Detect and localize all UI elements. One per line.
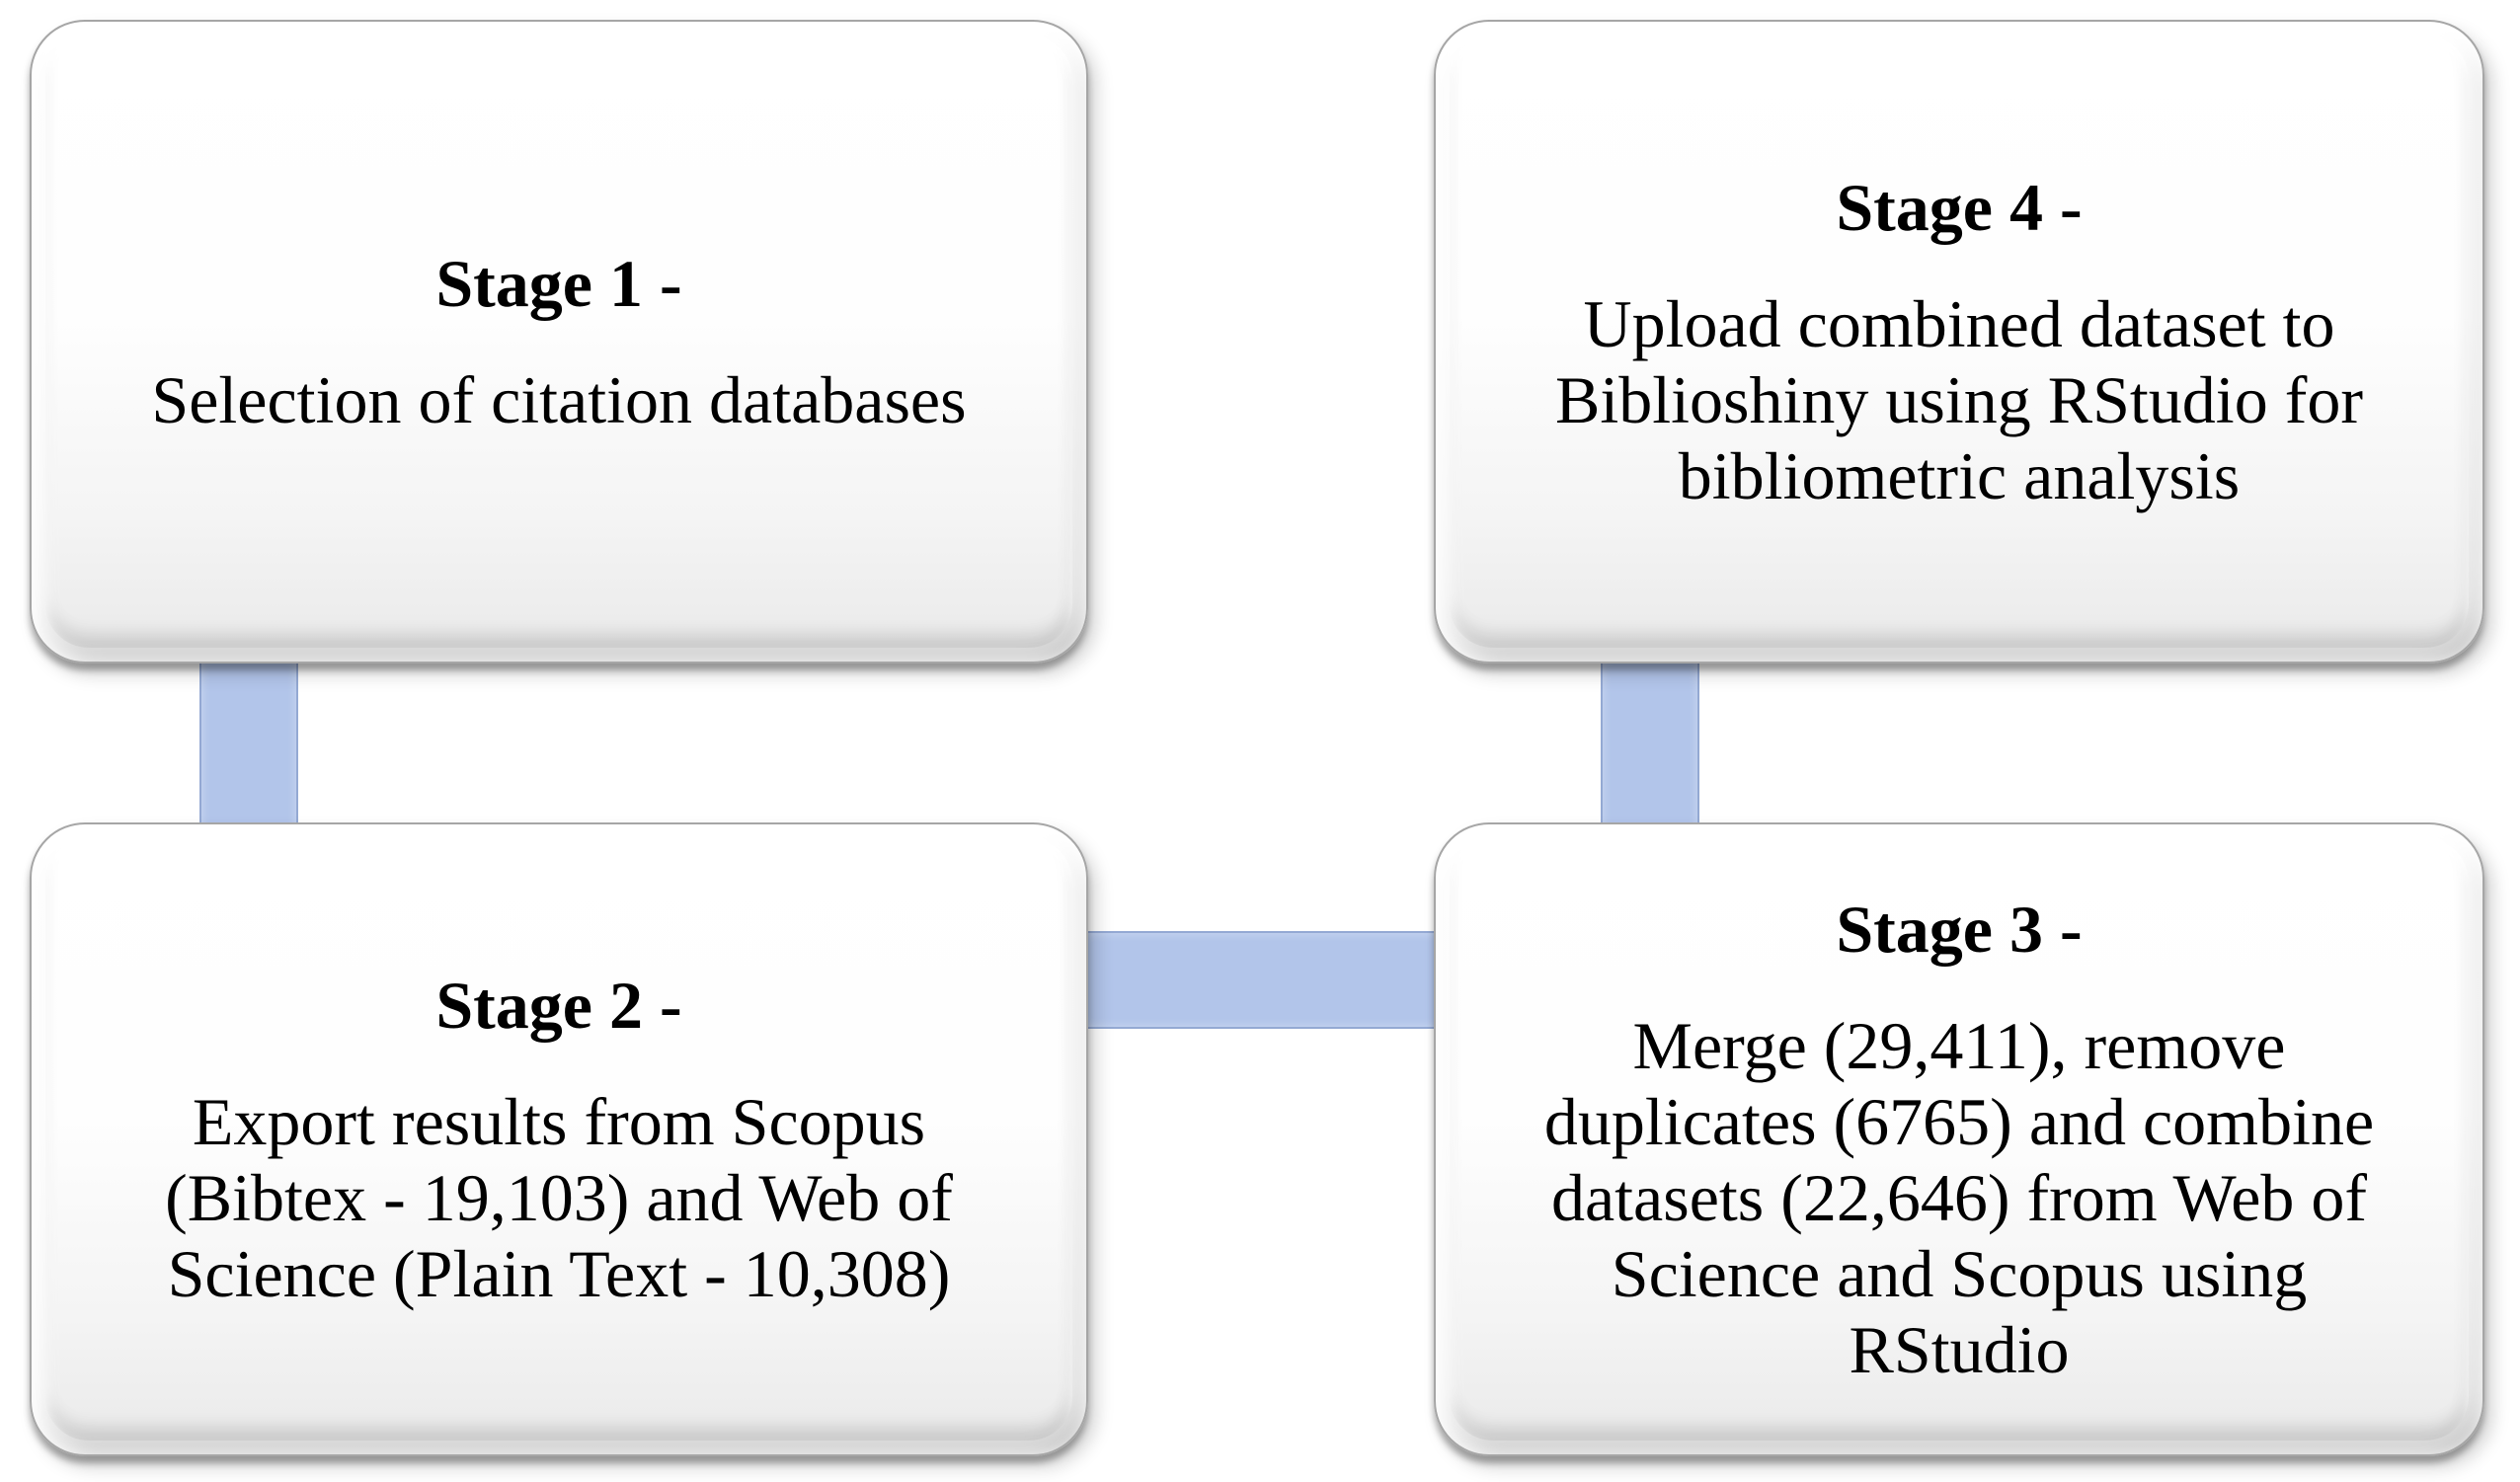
stage-4-body: Upload combined dataset to Biblioshiny u… (1555, 285, 2363, 513)
stage-4-title: Stage 4 - (1836, 169, 2083, 245)
stage-2-body: Export results from Scopus (Bibtex - 19,… (165, 1083, 953, 1311)
stage-1-title: Stage 1 - (435, 245, 682, 321)
connector-stage3-stage4 (1601, 655, 1699, 834)
stage-3-box: Stage 3 - Merge (29,411), remove duplica… (1434, 822, 2484, 1456)
stage-2-title: Stage 2 - (435, 967, 682, 1043)
stage-1-box: Stage 1 - Selection of citation database… (30, 20, 1088, 663)
stage-3-body: Merge (29,411), remove duplicates (6765)… (1543, 1007, 2375, 1387)
stage-2-box: Stage 2 - Export results from Scopus (Bi… (30, 822, 1088, 1456)
connector-stage2-stage3 (1080, 931, 1446, 1029)
stage-3-title: Stage 3 - (1836, 891, 2083, 967)
stage-4-box: Stage 4 - Upload combined dataset to Bib… (1434, 20, 2484, 663)
connector-stage1-stage2 (199, 655, 298, 834)
stage-1-body: Selection of citation databases (151, 361, 967, 437)
